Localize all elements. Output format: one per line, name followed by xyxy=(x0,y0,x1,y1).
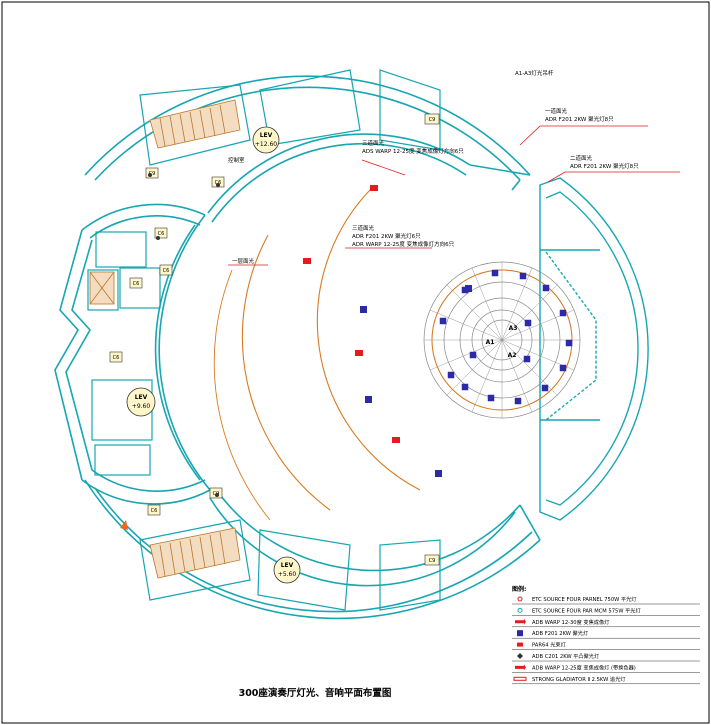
legend-symbol-icon xyxy=(513,676,527,681)
third-face-light-title: 三道面光 xyxy=(362,139,385,147)
door-tag-4: C6 xyxy=(158,231,165,237)
lev-upper-title: LEV xyxy=(260,132,273,139)
foh-fixtures xyxy=(303,185,472,477)
shaft-box xyxy=(89,271,115,305)
stage-label-a3: A3 xyxy=(509,325,518,332)
legend-item-label: ADB F201 2KW 聚光灯 xyxy=(532,629,588,637)
lobby-fixtures xyxy=(120,173,220,530)
third-face-light-b-spec1: ADR F201 2KW 聚光灯6只 xyxy=(352,232,421,240)
second-face-light-title: 二道面光 xyxy=(570,154,593,162)
lev-middle-value: +9.60 xyxy=(132,403,151,410)
legend-item: ADB C201 2KW 平凸聚光灯 xyxy=(512,652,700,662)
fixture-f201 xyxy=(465,285,472,292)
fixture-f201 xyxy=(461,383,469,391)
revolving-stage xyxy=(423,261,581,419)
legend-item: ADB WARP 12-25度 变焦成像灯 (带换色器) xyxy=(512,663,700,673)
door-tag-6: C6 xyxy=(133,281,140,287)
legend-item-label: ETC SOURCE FOUR PAR MCM 575W 平光灯 xyxy=(532,606,641,614)
fixture-f201 xyxy=(435,470,442,477)
stage-label-a2: A2 xyxy=(508,352,517,359)
stage-fixtures xyxy=(439,269,573,405)
legend-symbol-icon xyxy=(517,653,523,659)
fixture-f201 xyxy=(519,272,527,280)
legend-heading: 图例: xyxy=(512,585,526,593)
legend-item: ADB F201 2KW 聚光灯 xyxy=(512,629,700,639)
legend-item: ADB WARP 12-30度 变焦成像灯 xyxy=(512,618,700,627)
door-tag-10: C9 xyxy=(429,558,436,564)
legend-item-label: ADB WARP 12-30度 变焦成像灯 xyxy=(532,618,609,626)
legend-rows: ETC SOURCE FOUR PARNEL 750W 平光灯 ETC SOURC… xyxy=(512,595,700,684)
legend-item-label: ETC SOURCE FOUR PARNEL 750W 平光灯 xyxy=(532,595,637,603)
legend-symbol-icon xyxy=(517,596,523,602)
legend-item-label: PAR64 光束灯 xyxy=(532,641,566,649)
stage-labels: A1 A2 A3 xyxy=(486,325,518,359)
annotation-text: A1-A3灯光吊杆 一道面光 ADR F201 2KW 聚光灯8只 二道面光 A… xyxy=(228,69,639,265)
stair-upper xyxy=(149,99,241,149)
first-face-light-title: 一道面光 xyxy=(545,107,568,115)
control-room-label: 控制室 xyxy=(228,156,245,164)
level-markers xyxy=(126,126,301,584)
fixture-f201 xyxy=(565,339,573,347)
fixture-f201 xyxy=(365,396,372,403)
fixture-f201 xyxy=(541,384,549,392)
lev-lower-value: +5.60 xyxy=(278,571,297,578)
drawing-title: 300座演奏厅灯光、音响平面布置图 xyxy=(239,687,392,699)
door-tag-9: C6 xyxy=(151,508,158,514)
legend-symbol-icon xyxy=(515,664,526,671)
fixture-f201 xyxy=(542,284,550,292)
annotation-leaders xyxy=(228,125,680,266)
fixture-f201 xyxy=(469,351,477,359)
fixture-warp xyxy=(355,350,363,356)
fixture-warp xyxy=(303,258,311,264)
legend-symbol-icon xyxy=(517,607,523,613)
door-tag-7: C6 xyxy=(113,355,120,361)
third-face-light-b-spec2: ADR WARP 12-25度 变焦成像灯方向6只 xyxy=(352,240,455,248)
fixture-f201 xyxy=(524,319,532,327)
door-tag-1: C9 xyxy=(429,117,436,123)
legend-item-label: ADB C201 2KW 平凸聚光灯 xyxy=(532,652,599,660)
stage-label-a1: A1 xyxy=(486,339,495,346)
legend-item: STRONG GLADIATOR Ⅱ 2.5KW 追光灯 xyxy=(512,675,700,684)
corner-label: A1-A3灯光吊杆 xyxy=(515,69,554,77)
level-text: LEV +12.60 LEV +9.60 LEV +5.60 xyxy=(132,132,297,578)
fixture-f201 xyxy=(559,309,567,317)
lev-upper-value: +12.60 xyxy=(255,141,277,148)
fixture-f201 xyxy=(523,355,531,363)
fixture-f201 xyxy=(360,306,367,313)
fixture-f201 xyxy=(491,269,499,277)
stage-wing-right xyxy=(539,177,649,521)
fixture-f201 xyxy=(447,371,455,379)
legend-symbol-icon xyxy=(517,642,523,647)
third-face-light-spec: ADS WARP 12-25度 变焦成像灯方向6只 xyxy=(362,147,464,155)
fixture-f201 xyxy=(559,364,567,372)
fixture-f201 xyxy=(487,394,495,402)
fixture-warp xyxy=(392,437,400,443)
lev-lower-title: LEV xyxy=(281,562,294,569)
legend-symbol-icon xyxy=(517,630,523,637)
fixture-warp xyxy=(370,185,378,191)
legend-item-label: STRONG GLADIATOR Ⅱ 2.5KW 追光灯 xyxy=(532,675,625,683)
door-tag-5: C6 xyxy=(163,268,170,274)
second-face-light-spec: ADR F201 2KW 聚光灯8只 xyxy=(570,162,639,170)
audience-label: 一层面光 xyxy=(232,257,255,265)
legend-item: ETC SOURCE FOUR PAR MCM 575W 平光灯 xyxy=(512,606,700,616)
lighting-curves xyxy=(213,184,421,521)
first-face-light-spec: ADR F201 2KW 聚光灯8只 xyxy=(545,115,614,123)
building-shell xyxy=(54,75,541,620)
stair-lower xyxy=(149,527,241,579)
door-tags: C9 C9 C6 C6 C6 C6 C6 C9 C6 C9 xyxy=(109,113,440,566)
third-face-light-b-title: 三道面光 xyxy=(352,224,375,232)
legend-symbol-icon xyxy=(515,618,526,625)
legend-item-label: ADB WARP 12-25度 变焦成像灯 (带换色器) xyxy=(532,663,636,671)
legend-item: PAR64 光束灯 xyxy=(512,641,700,650)
fixture-f201 xyxy=(514,397,522,405)
fixture-f201 xyxy=(439,317,447,325)
door-tag-2: C9 xyxy=(149,171,156,177)
lev-middle-title: LEV xyxy=(135,394,148,401)
legend-item: ETC SOURCE FOUR PARNEL 750W 平光灯 xyxy=(512,595,700,605)
